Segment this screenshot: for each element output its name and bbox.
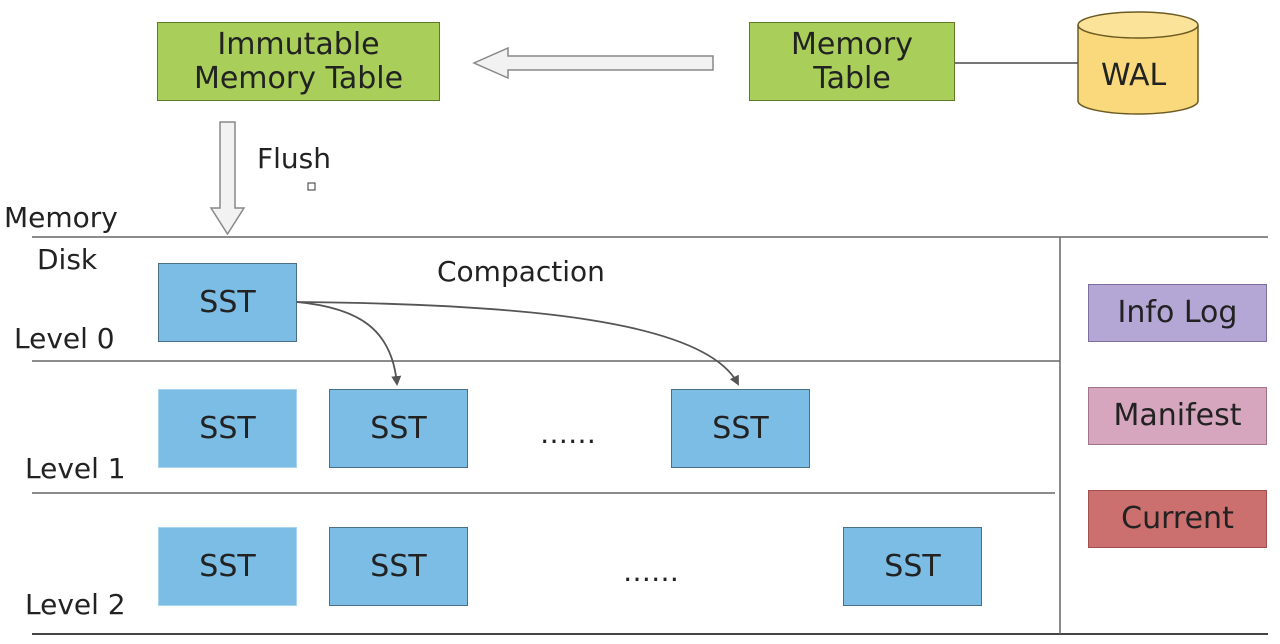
wal-cylinder — [1077, 11, 1199, 115]
flush-label: Flush — [257, 142, 331, 175]
small-square-marker — [307, 182, 316, 191]
compaction-arrow-2 — [296, 301, 739, 386]
flush-arrow — [209, 121, 246, 236]
level2-ellipsis: …… — [623, 555, 679, 588]
immutable-memtable-box: Immutable Memory Table — [157, 22, 440, 101]
compaction-arrow-1 — [296, 301, 402, 386]
sst-level1-b: SST — [329, 389, 468, 468]
manifest-box: Manifest — [1088, 387, 1267, 445]
compaction-label: Compaction — [437, 255, 605, 288]
rotate-arrow — [472, 46, 714, 80]
level0-label: Level 0 — [14, 322, 115, 355]
memtable-line1: Memory — [790, 26, 913, 62]
wal-label: WAL — [1101, 58, 1167, 93]
memtable-box: Memory Table — [749, 22, 955, 101]
level1-label: Level 1 — [25, 452, 126, 485]
sst-level1-c: SST — [671, 389, 810, 468]
immutable-memtable-line1: Immutable — [217, 26, 380, 62]
sst-level2-a: SST — [158, 527, 297, 606]
sst-level2-c: SST — [843, 527, 982, 606]
memtable-line2: Table — [813, 60, 891, 96]
memory-label: Memory — [4, 201, 118, 234]
sst-level1-a: SST — [158, 389, 297, 468]
info-log-box: Info Log — [1088, 284, 1267, 342]
disk-label: Disk — [37, 243, 98, 276]
immutable-memtable-line2: Memory Table — [193, 60, 404, 96]
sst-level2-b: SST — [329, 527, 468, 606]
level2-label: Level 2 — [25, 588, 126, 621]
sst-level0: SST — [158, 263, 297, 342]
level1-ellipsis: …… — [540, 417, 596, 450]
current-box: Current — [1088, 490, 1267, 548]
